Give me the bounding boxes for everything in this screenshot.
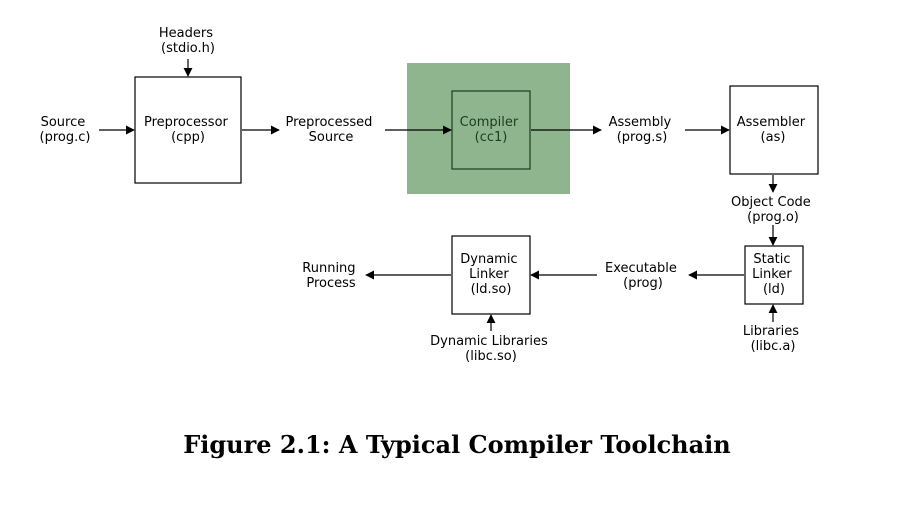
label-assembler: Assembler (as) bbox=[737, 115, 809, 145]
label-libraries: Libraries (libc.a) bbox=[743, 324, 803, 354]
static-linker-box bbox=[744, 245, 804, 305]
label-preprocessor: Preprocessor (cpp) bbox=[144, 115, 232, 145]
label-headers: Headers (stdio.h) bbox=[159, 26, 217, 56]
label-dynamic-libraries: Dynamic Libraries (libc.so) bbox=[430, 334, 552, 364]
label-dynamic-linker: Dynamic Linker (ld.so) bbox=[460, 252, 521, 297]
figure-caption: Figure 2.1: A Typical Compiler Toolchain bbox=[183, 430, 731, 459]
label-object-code: Object Code (prog.o) bbox=[731, 195, 815, 225]
label-static-linker: Static Linker (ld) bbox=[752, 252, 796, 297]
preprocessor-box bbox=[134, 76, 242, 184]
label-executable: Executable (prog) bbox=[605, 261, 681, 291]
label-source: Source (prog.c) bbox=[40, 115, 91, 145]
toolchain-diagram: Source (prog.c) Headers (stdio.h) Prepro… bbox=[40, 26, 819, 364]
label-compiler: Compiler (cc1) bbox=[460, 115, 523, 145]
label-running-process: Running Process bbox=[302, 261, 359, 291]
label-assembly: Assembly (prog.s) bbox=[609, 115, 676, 145]
compiler-box bbox=[451, 90, 531, 170]
label-preprocessed-source: Preprocessed Source bbox=[285, 115, 376, 145]
assembler-box bbox=[729, 85, 819, 175]
dynamic-linker-box bbox=[451, 235, 531, 315]
